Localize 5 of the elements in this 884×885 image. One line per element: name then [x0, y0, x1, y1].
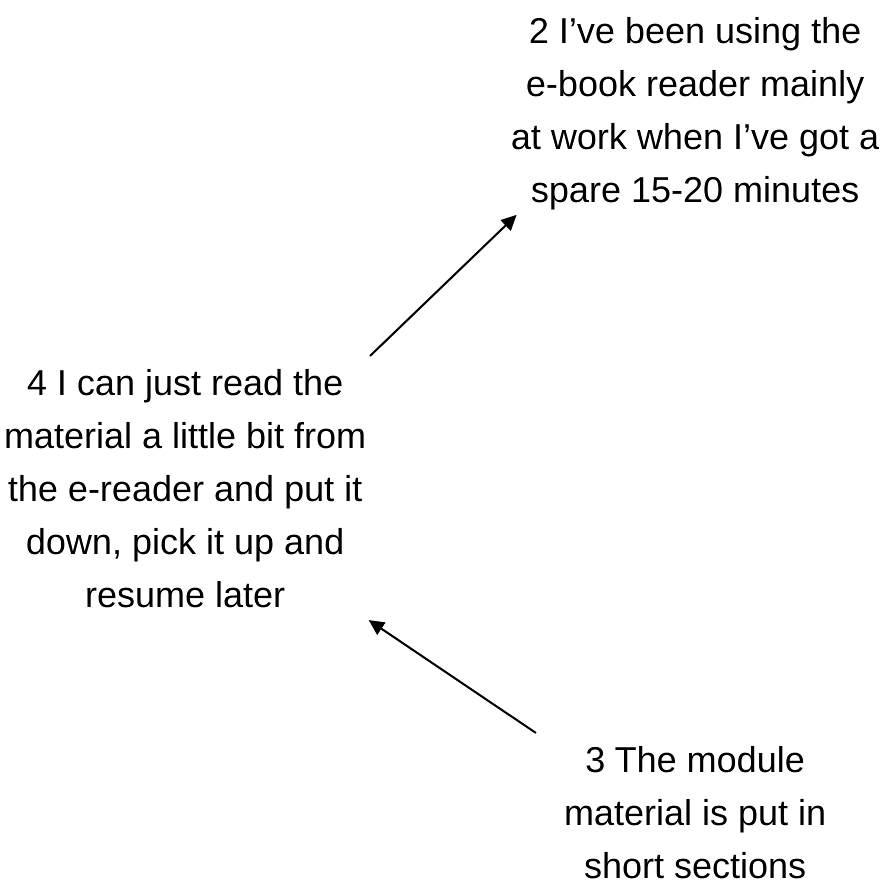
quote-text: 4 I can just read the material a little bit from the e-reader and put it down, pick it up and resume later — [2, 361, 368, 617]
quote-text: 3 The module material is put in short sections — [562, 738, 828, 885]
quote-text: 2 I’ve been using the e-book reader mainly at work when I’ve got a spare 15-20 minutes — [510, 9, 880, 212]
arrow — [368, 620, 537, 734]
arrow — [369, 214, 517, 357]
